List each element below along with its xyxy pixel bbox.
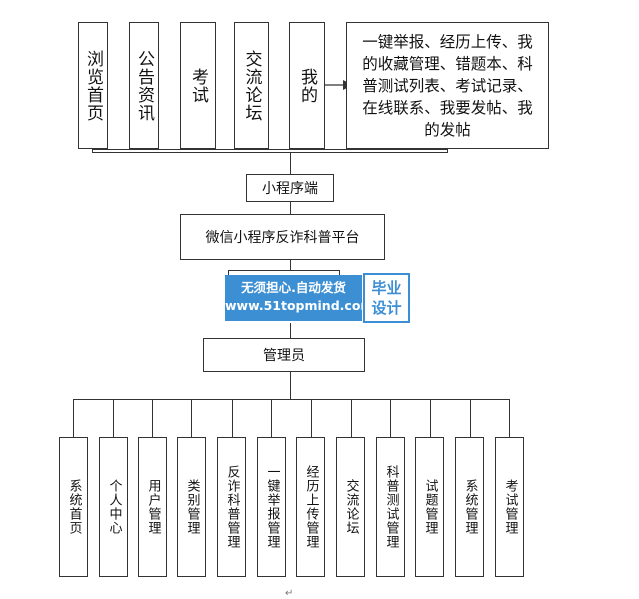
admin-module-system-home: 系统首页 <box>59 437 88 577</box>
watermark-badge-line2: 设计 <box>371 299 402 317</box>
connector-line <box>447 149 449 153</box>
connector-line <box>290 202 292 214</box>
watermark: 无须担心.自动发货 www.51topmind.com 毕业 设计 <box>225 273 410 323</box>
connector-line <box>113 399 115 437</box>
connector-line <box>290 260 292 270</box>
admin-module-label: 系统管理 <box>462 479 478 535</box>
platform-node: 微信小程序反诈科普平台 <box>180 214 385 260</box>
admin-module-experience-management: 经历上传管理 <box>296 437 325 577</box>
connector-line <box>92 152 448 154</box>
connector-line <box>271 399 273 437</box>
watermark-badge-line1: 毕业 <box>371 279 402 297</box>
client-node-label: 小程序端 <box>262 181 318 197</box>
mine-feature-text: 一键举报、经历上传、我的收藏管理、错题本、科普测试列表、考试记录、在线联系、我要… <box>362 32 533 139</box>
admin-module-label: 科普测试管理 <box>383 465 399 549</box>
admin-module-forum: 交流论坛 <box>336 437 365 577</box>
connector-line <box>311 399 313 437</box>
connector-line <box>92 149 94 153</box>
connector-line <box>232 399 234 437</box>
connector-line <box>470 399 472 437</box>
admin-module-exam-management: 考试管理 <box>495 437 524 577</box>
module-label: 考试 <box>188 67 208 104</box>
connector-line <box>290 152 292 174</box>
watermark-line1: 无须担心.自动发货 <box>241 280 346 295</box>
admin-module-personal-center: 个人中心 <box>99 437 128 577</box>
admin-module-label: 一键举报管理 <box>264 465 280 549</box>
module-exam: 考试 <box>180 22 216 149</box>
admin-module-quiz-management: 科普测试管理 <box>376 437 405 577</box>
connector-line <box>152 399 154 437</box>
watermark-banner: 无须担心.自动发货 www.51topmind.com <box>225 275 374 321</box>
watermark-badge: 毕业 设计 <box>363 273 410 323</box>
connector-line <box>290 372 292 399</box>
admin-node: 管理员 <box>203 338 365 372</box>
module-mine: 我的 <box>289 22 325 149</box>
admin-module-user-management: 用户管理 <box>138 437 167 577</box>
module-label: 交流论坛 <box>241 49 262 122</box>
admin-module-label: 个人中心 <box>106 479 122 535</box>
watermark-line2: www.51topmind.com <box>225 298 374 313</box>
admin-module-label: 交流论坛 <box>343 479 359 535</box>
connector-line <box>390 399 392 437</box>
connector-line <box>351 399 353 437</box>
admin-module-antifraud-management: 反诈科普管理 <box>217 437 246 577</box>
admin-module-category-management: 类别管理 <box>177 437 206 577</box>
module-forum: 交流论坛 <box>234 22 269 149</box>
module-announcements: 公告资讯 <box>129 22 159 149</box>
admin-module-label: 反诈科普管理 <box>224 465 240 549</box>
module-label: 我的 <box>297 67 317 104</box>
admin-module-question-management: 试题管理 <box>415 437 444 577</box>
module-label: 公告资讯 <box>134 49 154 122</box>
admin-module-report-management: 一键举报管理 <box>257 437 286 577</box>
paragraph-mark: ↵ <box>285 588 294 599</box>
admin-module-system-management: 系统管理 <box>455 437 484 577</box>
client-node: 小程序端 <box>246 174 334 202</box>
admin-module-label: 试题管理 <box>422 479 438 535</box>
admin-module-label: 类别管理 <box>184 479 200 535</box>
module-label: 浏览首页 <box>83 49 103 122</box>
mine-feature-list: 一键举报、经历上传、我的收藏管理、错题本、科普测试列表、考试记录、在线联系、我要… <box>346 22 549 149</box>
connector-line <box>73 399 510 401</box>
admin-module-label: 系统首页 <box>66 479 82 535</box>
connector-line <box>191 399 193 437</box>
connector-line <box>430 399 432 437</box>
platform-node-label: 微信小程序反诈科普平台 <box>205 230 360 246</box>
module-browse-home: 浏览首页 <box>78 22 108 149</box>
connector-line <box>92 149 448 151</box>
admin-node-label: 管理员 <box>263 348 305 364</box>
admin-module-label: 经历上传管理 <box>303 465 319 549</box>
connector-line <box>73 399 75 437</box>
admin-module-label: 用户管理 <box>145 479 161 535</box>
admin-module-label: 考试管理 <box>502 479 518 535</box>
connector-line <box>290 323 292 338</box>
connector-line <box>509 399 511 437</box>
